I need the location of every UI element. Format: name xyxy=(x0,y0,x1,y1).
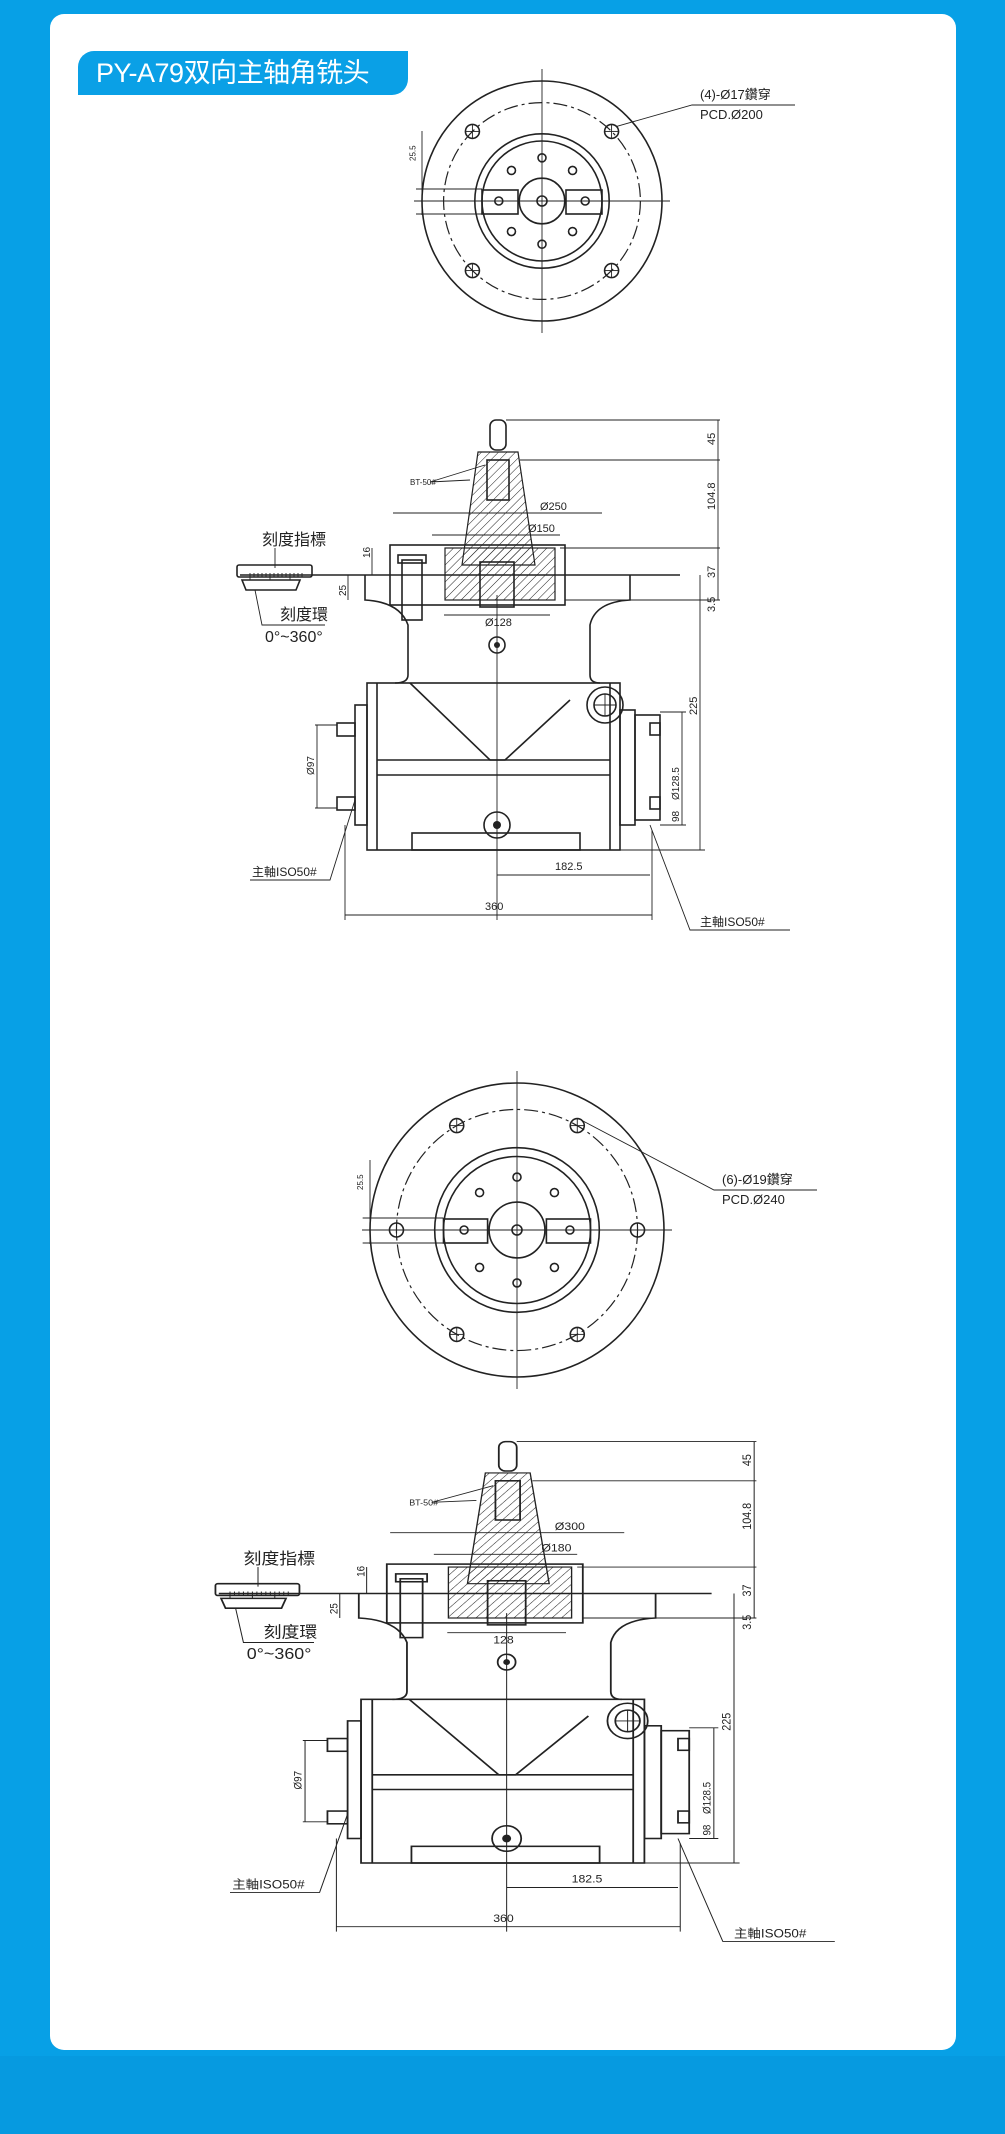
bolt-hole xyxy=(493,196,504,206)
scale-ring-label: 刻度環 xyxy=(280,606,328,624)
pcd-note: PCD.Ø200 xyxy=(700,107,763,122)
holder-label: BT-50# xyxy=(410,478,436,487)
dimension-label: 104.8 xyxy=(706,482,718,510)
pull-stud xyxy=(497,1440,518,1472)
scale-pointer xyxy=(214,1582,301,1597)
bolt-hole xyxy=(567,165,578,176)
dimension-label: 16 xyxy=(362,546,373,558)
spindle-left-label: 主軸ISO50# xyxy=(252,865,317,879)
dimension-label: 360 xyxy=(493,1913,514,1924)
plan-view-1: 25.5 (4)-Ø17鑽穿 PCD.Ø200 xyxy=(409,69,795,333)
dimension-label: Ø97 xyxy=(292,1771,305,1790)
product-title: PY-A79双向主轴角铣头 xyxy=(78,51,408,95)
dimension-label: 98 xyxy=(701,1825,714,1836)
spindle-right-label: 主軸ISO50# xyxy=(700,915,765,929)
right-spindle-cap xyxy=(619,709,636,826)
lock-bolt xyxy=(606,1702,649,1740)
dimension-label: 45 xyxy=(741,1454,754,1466)
footer-band xyxy=(0,2056,1005,2134)
body-neck xyxy=(357,1593,657,1701)
dimension-label: 3.5 xyxy=(741,1615,754,1630)
dimension-label: 182.5 xyxy=(572,1874,603,1885)
pull-stud xyxy=(489,419,507,451)
dimension-label: Ø150 xyxy=(528,523,555,535)
spindle-left-label: 主軸ISO50# xyxy=(232,1878,304,1891)
dimension-label: 37 xyxy=(706,566,718,578)
dimension-label: 98 xyxy=(671,810,682,822)
holder-label: BT-50# xyxy=(409,1498,438,1507)
pcd-note: PCD.Ø240 xyxy=(722,1192,785,1207)
bolt-hole xyxy=(549,1187,560,1198)
hole-note: (6)-Ø19鑽穿 xyxy=(722,1172,793,1187)
bolt-hole xyxy=(512,1278,522,1288)
bolt-hole xyxy=(537,153,547,163)
left-spindle-cap xyxy=(346,1720,362,1840)
dimension-label: 16 xyxy=(355,1566,368,1577)
dimension-label: 182.5 xyxy=(555,861,583,873)
drawing-card xyxy=(50,14,956,2050)
lock-bolt xyxy=(586,686,624,724)
scale-range-label: 0°~360° xyxy=(247,1645,312,1663)
hole-note: (4)-Ø17鑽穿 xyxy=(700,87,771,102)
dimension-label: 25 xyxy=(328,1603,341,1614)
bolt-hole xyxy=(565,1225,575,1235)
spindle-right-label: 主軸ISO50# xyxy=(734,1927,806,1940)
bolt-hole xyxy=(459,1225,469,1235)
bolt-hole xyxy=(537,239,547,249)
scale-pointer xyxy=(236,564,313,578)
bolt-hole xyxy=(567,226,578,237)
bolt-hole xyxy=(580,196,591,206)
bolt-hole xyxy=(512,1172,522,1182)
dimension-label: Ø128 xyxy=(485,617,512,629)
dimension-label: Ø180 xyxy=(541,1543,571,1554)
body-neck xyxy=(364,575,631,684)
dimension-label: 128 xyxy=(493,1635,514,1646)
dimension-label: Ø128.5 xyxy=(701,1782,714,1814)
scale-ring-label: 刻度環 xyxy=(264,1624,318,1642)
scale-pointer-label: 刻度指標 xyxy=(243,1550,315,1568)
offset-dim: 25.5 xyxy=(409,145,418,161)
scale-pointer-label: 刻度指標 xyxy=(262,531,326,549)
dimension-label: 25 xyxy=(338,584,349,596)
bolt-hole xyxy=(506,165,517,176)
dimension-label: 3.5 xyxy=(706,597,718,612)
bolt-hole xyxy=(474,1262,485,1273)
scale-range-label: 0°~360° xyxy=(265,629,323,646)
dimension-label: 225 xyxy=(688,697,700,715)
scale-ring xyxy=(240,579,302,591)
dimension-label: Ø300 xyxy=(555,1521,585,1532)
dimension-label: 360 xyxy=(485,901,503,913)
right-spindle-cap xyxy=(643,1725,663,1840)
dimension-label: Ø250 xyxy=(540,501,567,513)
offset-dim: 25.5 xyxy=(356,1174,365,1190)
dimension-label: 104.8 xyxy=(741,1503,754,1530)
dimension-label: Ø128.5 xyxy=(671,767,682,800)
bolt-hole xyxy=(474,1187,485,1198)
scale-ring xyxy=(219,1597,288,1609)
dimension-label: 37 xyxy=(741,1584,754,1596)
dimension-label: 225 xyxy=(721,1713,734,1731)
left-spindle-cap xyxy=(354,704,368,826)
bolt-hole xyxy=(506,226,517,237)
dimension-label: Ø97 xyxy=(306,756,317,775)
plan-view-2: 25.5 (6)-Ø19鑽穿 PCD.Ø240 xyxy=(356,1071,817,1389)
dimension-label: 45 xyxy=(706,433,718,445)
bolt-hole xyxy=(549,1262,560,1273)
